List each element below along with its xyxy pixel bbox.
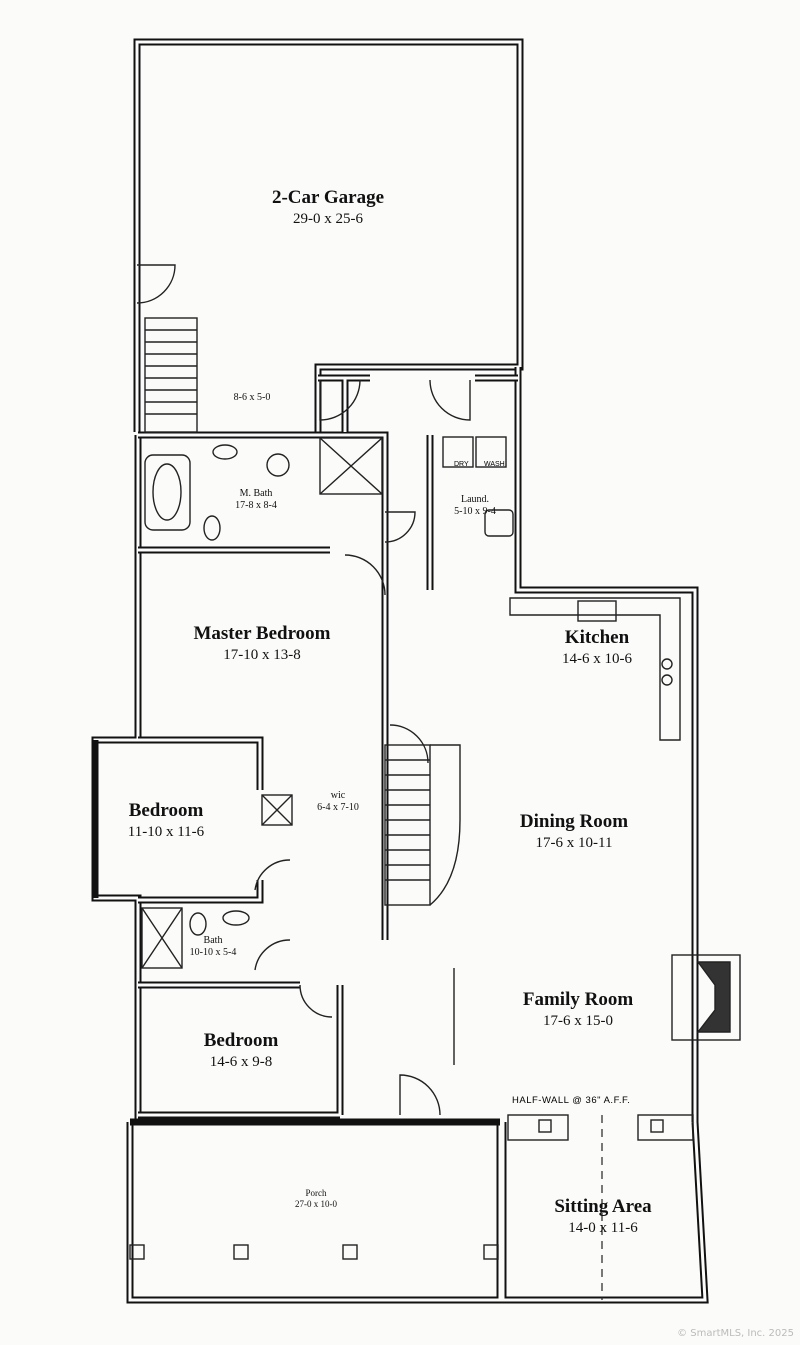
room-name: Dining Room [519,811,629,832]
room-name: Bedroom [128,800,204,821]
room-name: wic [330,790,346,801]
room-size: 17-6 x 15-0 [542,1012,613,1029]
doors [136,264,471,1116]
dryer-label: DRY [454,461,469,468]
room-garage: 2-Car Garage 29-0 x 25-6 [272,187,384,228]
room-size: 14-6 x 9-8 [209,1053,273,1070]
room-size: 29-0 x 25-6 [292,210,363,227]
room-mudroom-size: 8-6 x 5-0 [233,392,271,403]
room-dining: Dining Room 17-6 x 10-11 [520,811,628,852]
room-laundry: Laund.5-10 x 9-4 [454,494,496,518]
room-size: 11-10 x 11-6 [127,823,205,840]
washer-label: WASH [484,461,505,468]
room-name: M. Bath [239,488,273,499]
room-name: Sitting Area [554,1196,652,1217]
room-name: Master Bedroom [193,623,331,644]
room-size: 17-8 x 8-4 [235,500,277,511]
room-family: Family Room 17-6 x 15-0 [523,989,633,1030]
room-bedroom-1: Bedroom 11-10 x 11-6 [128,800,204,841]
room-master-bedroom: Master Bedroom 17-10 x 13-8 [193,623,330,664]
room-name: Porch [305,1188,327,1198]
room-name: Kitchen [564,627,630,648]
room-sitting: Sitting Area 14-0 x 11-6 [554,1196,651,1237]
copyright: © SmartMLS, Inc. 2025 [677,1328,794,1339]
stairs [144,317,461,906]
room-size: 27-0 x 10-0 [295,1198,337,1209]
room-size: 6-4 x 7-10 [317,802,359,813]
fixtures [129,436,741,1300]
room-size: 10-10 x 5-4 [189,947,237,958]
room-size: 17-10 x 13-8 [223,646,301,663]
room-size: 14-6 x 10-6 [562,650,632,667]
room-size: 5-10 x 9-4 [454,506,496,517]
room-kitchen: Kitchen 14-6 x 10-6 [562,627,632,668]
room-bedroom-2: Bedroom 14-6 x 9-8 [204,1030,279,1071]
half-wall-note: HALF-WALL @ 36" A.F.F. [512,1095,631,1106]
room-size: 14-0 x 11-6 [568,1219,638,1236]
room-name: 2-Car Garage [271,187,385,208]
room-size: 17-6 x 10-11 [535,834,613,851]
room-name: Laund. [460,494,490,505]
room-name: Family Room [522,989,634,1010]
room-name: Bath [203,935,223,946]
room-name: Bedroom [203,1030,279,1051]
